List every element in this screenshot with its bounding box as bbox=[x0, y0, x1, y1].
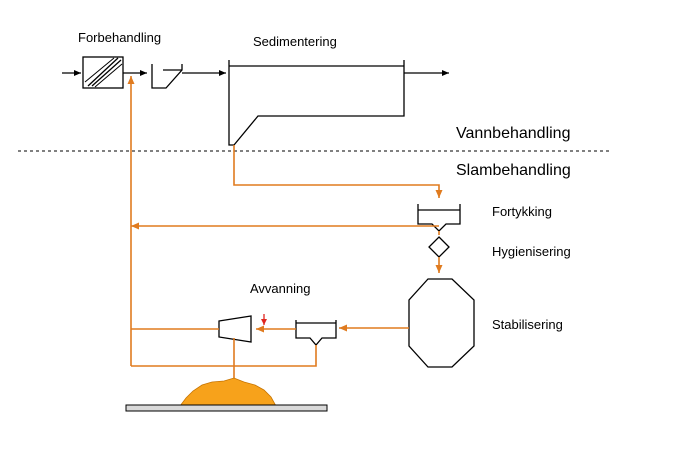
sedimentation-tank-icon bbox=[228, 60, 405, 146]
grit-chamber-icon bbox=[151, 64, 183, 89]
sludge-to-thickener-line bbox=[233, 145, 443, 198]
label-slambehandling: Slambehandling bbox=[456, 162, 571, 179]
sludge-pile-icon bbox=[125, 377, 328, 412]
buffer-return-line bbox=[131, 345, 317, 367]
label-fortykking: Fortykking bbox=[492, 204, 552, 219]
label-sedimentering: Sedimentering bbox=[253, 34, 337, 49]
thickener-icon bbox=[417, 204, 461, 232]
label-vannbehandling: Vannbehandling bbox=[456, 125, 570, 142]
centrifuge-icon bbox=[218, 315, 252, 343]
label-avvanning: Avvanning bbox=[250, 281, 310, 296]
label-hygienisering: Hygienisering bbox=[492, 244, 571, 259]
screen-grate-icon bbox=[82, 56, 124, 89]
label-forbehandling: Forbehandling bbox=[78, 30, 161, 45]
hygienisation-diamond-icon bbox=[428, 236, 450, 258]
buffer-tank-icon bbox=[295, 320, 337, 346]
label-stabilisering: Stabilisering bbox=[492, 317, 563, 332]
digester-octagon-icon bbox=[408, 278, 475, 368]
